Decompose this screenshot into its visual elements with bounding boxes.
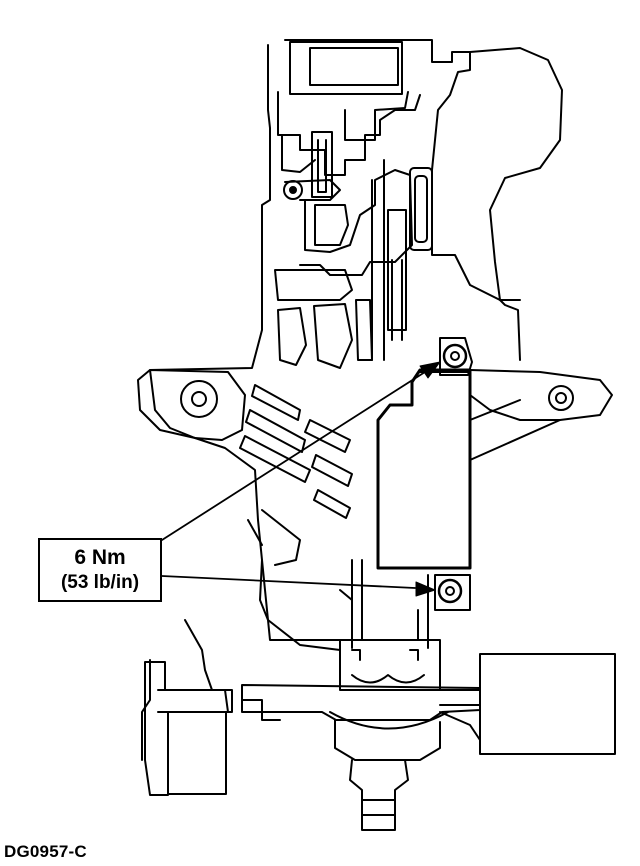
diagonal-slot-1 [251,384,301,421]
lower-column-tube [351,559,429,649]
right-mount-strut [469,399,561,461]
top-block-inner [309,47,399,86]
column-top-outline [284,39,521,301]
module-body [376,368,472,570]
u-joint-stem-ring [361,799,396,816]
right-mount-hole [548,385,574,411]
pivot-bolt-upper-center [289,186,297,194]
lower-column-clamp [339,639,441,691]
lower-column-tube-inner [361,559,419,641]
left-mount-hole-inner [191,391,207,407]
slot-right-inner [414,175,428,243]
figure-id-label: DG0957-C [4,842,87,861]
left-mount-bracket [149,369,246,441]
left-mount-hole [180,380,218,418]
lower-left-arm [141,619,213,761]
lower-left-connector [167,711,227,795]
right-mount-hole-inner [555,392,567,404]
shroud-right-inner [499,299,521,361]
torque-nm-label: 6 Nm [74,546,126,569]
lock-mechanism [299,169,413,276]
leader-arrow-upper [419,361,441,379]
leader-line-upper [161,371,426,541]
lock-mechanism-inner [314,204,349,246]
upper-bolt-center [450,351,460,361]
rib-panel-3 [355,299,373,361]
lower-bolt-tab [434,574,471,611]
slot-right [409,167,433,251]
lower-column-clamp-detail [351,649,425,684]
u-joint-body [334,719,441,761]
diagonal-slot-2 [245,409,306,453]
rib-panel-2 [313,303,353,369]
leader-line-lower [161,575,416,589]
diagonal-slot-3 [239,435,311,483]
bottom-plate-tab-left [241,699,281,721]
u-joint-upper [329,711,449,730]
column-slot [387,209,407,331]
upper-bolt [442,343,468,369]
lower-bolt [437,578,463,604]
lower-bolt-center [445,586,455,596]
bottom-plate-ramp [439,711,481,741]
column-housing-outline [137,44,353,641]
torque-callout: 6 Nm (53 lb/in) [38,538,162,602]
lower-left-connector-outline [144,661,229,796]
key-slot-inner [317,139,327,193]
top-detail [277,91,421,176]
lower-right-box-link [439,689,481,706]
diagonal-slot-4 [304,419,351,453]
key-slot [311,131,333,198]
lower-right-box [479,653,616,755]
torque-imperial-label: (53 lb/in) [60,572,140,593]
lower-left-linkage [247,509,341,651]
leader-arrow-lower [415,581,436,597]
right-mount-bracket [469,369,613,421]
pivot-arm [284,179,341,201]
diagonal-slot-5 [311,454,353,487]
upper-bolt-tab [439,337,473,376]
diagonal-slot-6 [313,489,351,519]
top-block [289,41,403,95]
u-joint-stem [349,759,409,831]
top-detail-2 [344,91,409,141]
rib-upper [274,269,353,301]
column-ridge [391,259,403,341]
top-detail-3 [281,134,316,173]
shroud-right-outline [469,47,563,301]
lower-left-connector-top [157,689,233,713]
rib-panel-1 [277,307,307,366]
